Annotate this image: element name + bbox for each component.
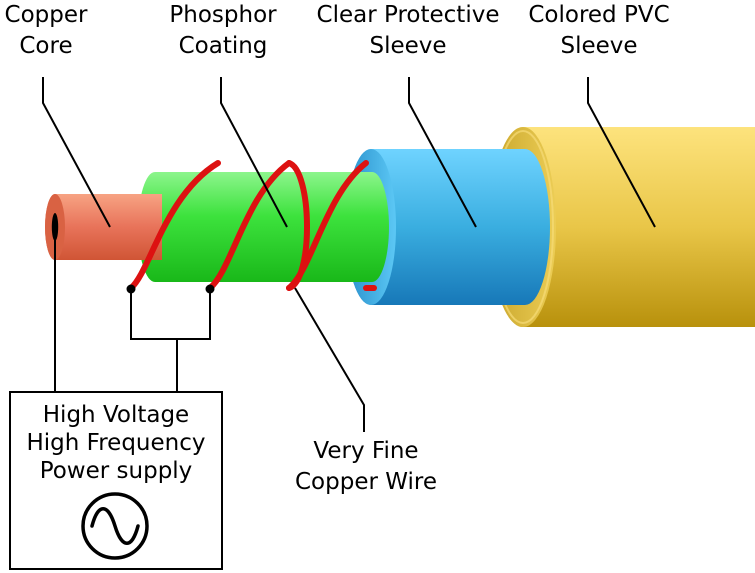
power-supply-label: High Voltage High Frequency Power supply [10,401,222,485]
clear-sleeve-label-line2: Sleeve [369,33,447,59]
pvc-sleeve-label: Colored PVC Sleeve [511,0,687,62]
phosphor-coating-label-line2: Coating [178,33,268,59]
leader-lines [42,77,656,432]
ac-sine-icon [81,492,149,560]
phosphor-coating-label: Phosphor Coating [153,0,293,62]
copper-core-label: Copper Core [0,0,94,62]
clear-sleeve-label-line1: Clear Protective [316,2,500,28]
power-supply-label-line1: High Voltage [42,402,190,428]
pvc-sleeve-label-line1: Colored PVC [528,2,670,28]
power-supply-label-line2: High Frequency [26,430,206,456]
pvc-sleeve-label-line2: Sleeve [560,33,638,59]
fine-wire-label: Very Fine Copper Wire [276,436,456,498]
fine-wire-label-line2: Copper Wire [295,469,437,495]
supply-wiring [54,240,211,392]
phosphor-coating-label-line1: Phosphor [169,2,277,28]
phosphor-coating [138,172,389,282]
copper-core-label-line1: Copper [4,2,88,28]
fine-wire-label-line1: Very Fine [313,438,419,464]
power-supply-label-line3: Power supply [39,458,193,484]
clear-sleeve-label: Clear Protective Sleeve [305,0,511,62]
copper-core [45,194,162,260]
fine-copper-wire [128,160,377,291]
copper-core-label-line2: Core [19,33,73,59]
